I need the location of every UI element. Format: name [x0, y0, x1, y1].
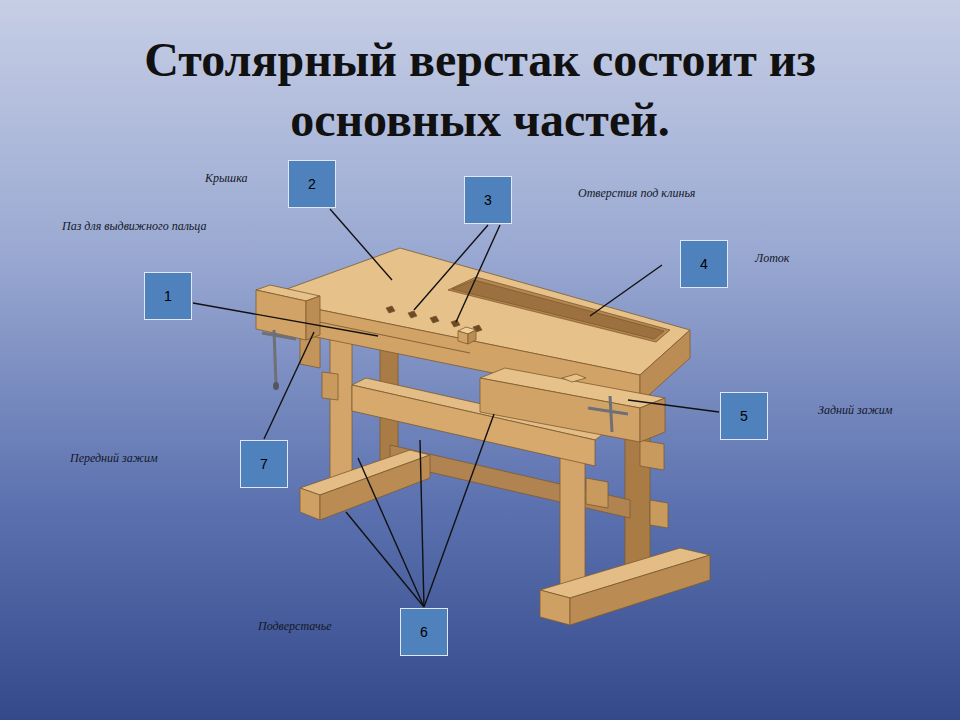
- leg-wedge: [586, 478, 608, 508]
- vise-knob: [273, 382, 279, 390]
- leader-line: [193, 303, 378, 336]
- rear-vise: [480, 378, 640, 442]
- vise-handle: [610, 396, 612, 432]
- leg-wedge: [322, 372, 338, 400]
- part-name: Лоток: [755, 251, 789, 266]
- leader-line: [590, 265, 662, 316]
- vise-handle: [262, 333, 296, 339]
- callout-number: 1: [164, 288, 172, 304]
- callout-number-box: 5: [720, 392, 768, 440]
- foot-side: [570, 555, 710, 625]
- leader-line: [420, 440, 424, 607]
- bench-dog: [468, 330, 476, 344]
- callout-number: 7: [260, 456, 268, 472]
- callout-number: 5: [740, 408, 748, 424]
- part-name: Передний зажим: [70, 451, 158, 466]
- wedge-hole: [408, 311, 417, 318]
- foot-front: [300, 488, 320, 520]
- callout-number-box: 3: [464, 176, 512, 224]
- callout-number: 4: [700, 256, 708, 272]
- wedge-hole: [451, 320, 460, 327]
- leader-line: [330, 209, 392, 280]
- callout-number-box: 1: [144, 272, 192, 320]
- callout-number-box: 4: [680, 240, 728, 288]
- leader-line: [358, 458, 424, 607]
- leader-line: [414, 225, 488, 310]
- wedge-hole: [386, 306, 395, 313]
- vise-screw: [588, 408, 628, 414]
- part-name: Отверстия под клинья: [578, 186, 695, 201]
- leader-line: [264, 332, 314, 439]
- callout-number-box: 6: [400, 608, 448, 656]
- bench-top-end: [640, 330, 690, 403]
- callout-number: 2: [308, 176, 316, 192]
- part-name: Подверстачье: [258, 619, 332, 634]
- leader-line: [424, 414, 494, 607]
- slide-title: Столярный верстак состоит из основных ча…: [60, 30, 900, 150]
- part-name: Паз для выдвижного пальца: [62, 219, 206, 234]
- foot-front: [540, 590, 570, 625]
- leg-wedge: [650, 500, 668, 528]
- wedge-hole: [430, 316, 439, 323]
- part-name: Задний зажим: [818, 403, 892, 418]
- bench-dog: [458, 331, 468, 344]
- tray-floor: [452, 280, 664, 339]
- callout-number: 6: [420, 624, 428, 640]
- vise-screw: [274, 330, 276, 385]
- foot-side: [320, 455, 430, 520]
- leader-line: [346, 512, 424, 607]
- dog-groove: [300, 318, 470, 353]
- callout-number-box: 7: [240, 440, 288, 488]
- callout-number: 3: [484, 192, 492, 208]
- tray: [448, 277, 670, 342]
- callout-number-box: 2: [288, 160, 336, 208]
- leader-line: [456, 225, 500, 322]
- part-name: Крышка: [205, 171, 247, 186]
- rear-vise: [562, 374, 586, 382]
- leg-wedge: [640, 440, 664, 470]
- leader-line: [628, 400, 719, 412]
